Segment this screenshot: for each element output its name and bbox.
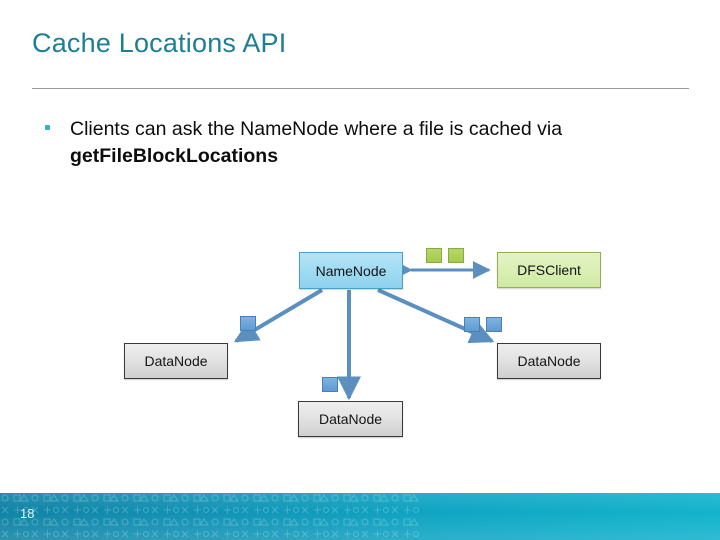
- node-namenode-label: NameNode: [315, 262, 387, 279]
- bullet-text-lead: Clients can ask the NameNode where a fil…: [70, 118, 563, 140]
- node-dfsclient-label: DFSClient: [517, 262, 581, 278]
- node-datanode-right-label: DataNode: [517, 353, 581, 369]
- page-number: 18: [20, 506, 35, 521]
- node-dfsclient[interactable]: DFSClient: [497, 252, 601, 288]
- cache-block-marker-blue-right-2: [486, 317, 502, 332]
- node-namenode[interactable]: NameNode: [299, 252, 403, 289]
- node-datanode-center[interactable]: DataNode: [298, 401, 403, 437]
- cache-block-marker-blue-center: [322, 377, 338, 392]
- cache-block-marker-green-1: [426, 248, 442, 263]
- bullet-text-api-name: getFileBlockLocations: [70, 145, 279, 167]
- node-datanode-left[interactable]: DataNode: [124, 343, 228, 379]
- footer-sheen: [0, 493, 720, 540]
- connector-namenode-datanode-left: [233, 288, 324, 343]
- title-divider: [32, 88, 689, 89]
- node-datanode-right[interactable]: DataNode: [497, 343, 601, 379]
- node-datanode-center-label: DataNode: [318, 411, 383, 427]
- bullet-point-icon: [45, 125, 50, 130]
- page-title: Cache Locations API: [32, 28, 287, 58]
- slide-footer: 18: [0, 493, 720, 540]
- footer-texture-pattern: [0, 493, 420, 540]
- bullet-list: Clients can ask the NameNode where a fil…: [40, 116, 690, 170]
- connector-namenode-datanode-right: [377, 288, 495, 344]
- node-datanode-left-label: DataNode: [144, 353, 208, 369]
- cache-block-marker-green-2: [448, 248, 464, 263]
- cache-block-marker-blue-left: [240, 316, 256, 331]
- list-item: Clients can ask the NameNode where a fil…: [40, 116, 690, 170]
- cache-block-marker-blue-right-1: [464, 317, 480, 332]
- architecture-diagram: NameNode DFSClient DataNode DataNode Dat…: [0, 200, 720, 465]
- connector-arrows: [233, 261, 495, 401]
